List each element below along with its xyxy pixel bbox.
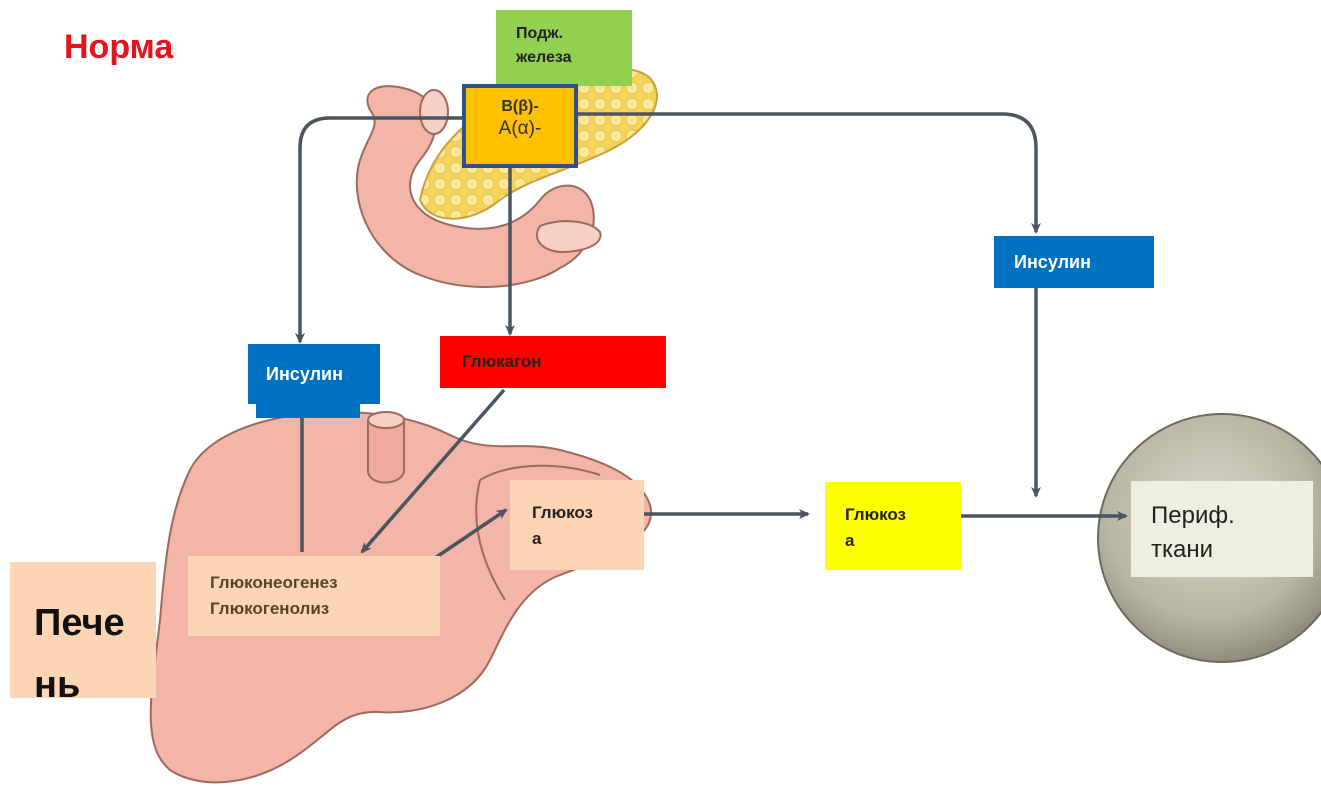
islet-cells-box: В(β)- А(α)-: [462, 84, 578, 168]
vena-cava-top: [368, 412, 404, 428]
peripheral-tissues-line1: Периф.: [1151, 499, 1313, 533]
glucose-blood-line1: Глюкоз: [845, 502, 961, 528]
gluconeogenesis-label: Глюконеогенез: [210, 570, 440, 596]
glucose-liver-box: Глюкоз а: [510, 480, 644, 570]
glucose-liver-line1: Глюкоз: [532, 500, 644, 526]
beta-cells-label: В(β)-: [466, 96, 574, 118]
insulin-box-liver: Инсулин: [248, 344, 380, 404]
alpha-cells-label: А(α)-: [466, 118, 574, 140]
duodenum-end: [537, 221, 601, 252]
insulin-box-tissue: Инсулин: [994, 236, 1154, 288]
pancreas-label-line1: Подж.: [516, 22, 632, 46]
liver-label-line1: Пече: [34, 592, 156, 654]
glucose-blood-line2: а: [845, 528, 961, 554]
glycogenolysis-label: Глюкогенолиз: [210, 596, 440, 622]
liver-label-box: Пече нь: [10, 562, 156, 698]
page-title: Норма: [64, 28, 173, 67]
glucose-blood-box: Глюкоз а: [825, 482, 961, 570]
stomach-opening-top: [420, 90, 448, 134]
pancreas-label-line2: железа: [516, 46, 632, 70]
glucose-liver-line2: а: [532, 526, 644, 552]
peripheral-tissues-box: Периф. ткани: [1131, 481, 1313, 577]
pancreas-label: Подж. железа: [496, 10, 632, 86]
liver-label-line2: нь: [34, 654, 156, 716]
vena-cava: [368, 420, 404, 483]
liver-processes-box: Глюконеогенез Глюкогенолиз: [188, 556, 440, 636]
glucagon-box: Глюкагон: [440, 336, 666, 388]
arrow-islet-to-tissue-insulin: [578, 114, 1036, 232]
peripheral-tissues-line2: ткани: [1151, 533, 1313, 567]
